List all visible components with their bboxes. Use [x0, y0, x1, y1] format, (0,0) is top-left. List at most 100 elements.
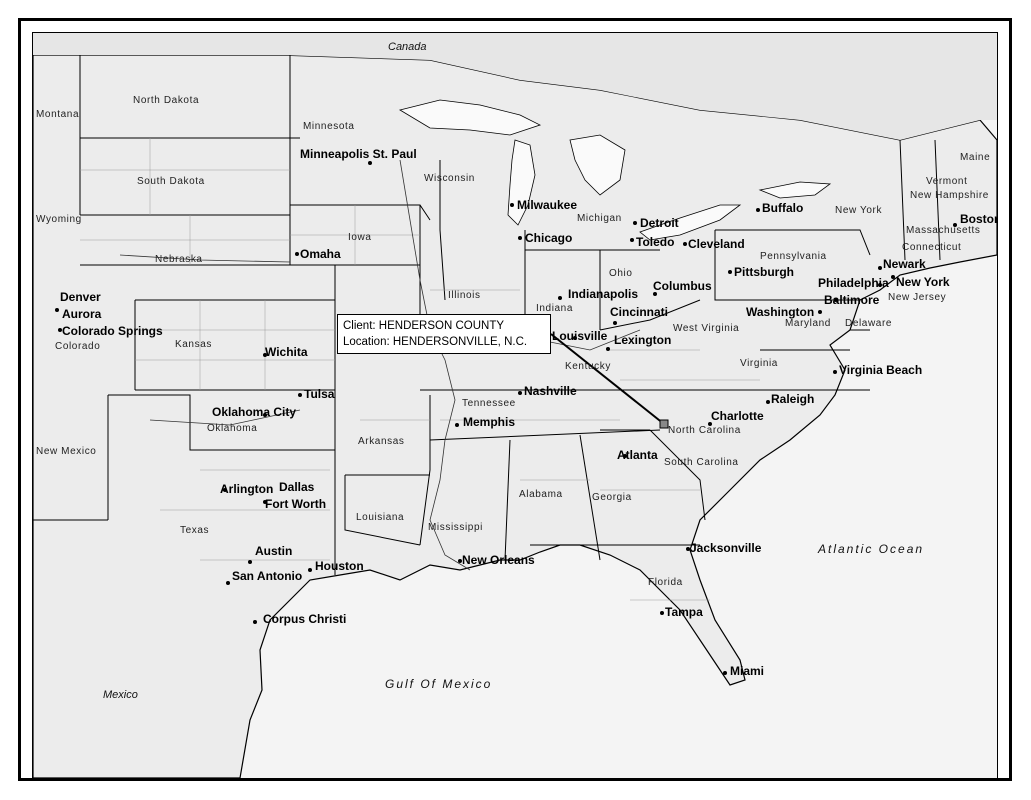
city-label: Raleigh: [771, 392, 814, 406]
lake-michigan: [507, 139, 536, 226]
state-label: Oklahoma: [207, 423, 257, 434]
state-label: Michigan: [577, 213, 622, 224]
city-label: Jacksonville: [690, 541, 762, 555]
city-label: Tampa: [665, 605, 703, 619]
state-label: Texas: [180, 525, 209, 536]
state-label: Indiana: [536, 303, 573, 314]
canada-region: [33, 33, 997, 140]
callout-leader-line: [550, 333, 665, 425]
city-label: Dallas: [279, 480, 315, 494]
city-label: Tulsa: [304, 387, 335, 401]
city-label: Nashville: [524, 384, 577, 398]
water-label-gulf: Gulf Of Mexico: [385, 677, 492, 691]
country-label-mexico: Mexico: [103, 689, 138, 701]
city-label: Cleveland: [688, 237, 745, 251]
state-label: Iowa: [348, 232, 372, 243]
state-label: Ohio: [609, 268, 633, 279]
state-label: Montana: [36, 109, 79, 120]
state-label: Wyoming: [36, 214, 82, 225]
state-label: Mississippi: [428, 522, 483, 533]
water-label-atlantic: Atlantic Ocean: [817, 542, 924, 556]
state-label: Louisiana: [356, 512, 404, 523]
city-label: Washington: [746, 305, 814, 319]
state-label: Vermont: [926, 176, 967, 187]
hendersonville-marker-icon: [659, 419, 669, 429]
state-label: West Virginia: [673, 323, 739, 334]
city-label: Memphis: [463, 415, 515, 429]
city-label: Indianapolis: [568, 287, 638, 301]
state-label: Massachusetts: [906, 225, 981, 236]
city-label: Baltimore: [824, 293, 880, 307]
state-label: Florida: [648, 577, 683, 588]
client-callout-box: Client: HENDERSON COUNTY Location: HENDE…: [337, 314, 551, 354]
state-label: Georgia: [592, 492, 632, 503]
city-label: New York: [896, 275, 950, 289]
state-labels: Montana North Dakota South Dakota Wyomin…: [36, 95, 990, 588]
city-label: Charlotte: [711, 409, 764, 423]
state-label: New Hampshire: [910, 190, 989, 201]
city-label: Pittsburgh: [734, 265, 794, 279]
state-label: Wisconsin: [424, 173, 475, 184]
callout-location-line: Location: HENDERSONVILLE, N.C.: [343, 336, 528, 348]
country-label-canada: Canada: [388, 41, 427, 53]
state-label: Kentucky: [565, 361, 611, 372]
city-label: Corpus Christi: [263, 612, 346, 626]
city-label: Omaha: [300, 247, 341, 261]
city-label: Newark: [883, 257, 926, 271]
city-label: Philadelphia: [818, 276, 889, 290]
city-label: Columbus: [653, 279, 712, 293]
state-label: South Carolina: [664, 457, 739, 468]
state-label: Nebraska: [155, 254, 203, 265]
city-label: Oklahoma City: [212, 405, 296, 419]
city-label: Denver: [60, 290, 101, 304]
city-label: Cincinnati: [610, 305, 668, 319]
city-label: Fort Worth: [265, 497, 326, 511]
lake-superior: [398, 99, 542, 136]
state-label: Virginia: [740, 358, 778, 369]
lake-huron: [569, 134, 626, 196]
city-label: Miami: [730, 664, 764, 678]
county-grid: [80, 138, 760, 601]
city-label: Detroit: [640, 216, 679, 230]
city-labels: Minneapolis St. Paul Milwaukee Chicago D…: [60, 147, 1001, 678]
city-label: Austin: [255, 544, 292, 558]
city-label: Milwaukee: [517, 198, 577, 212]
city-label: Boston: [960, 212, 1001, 226]
callout-client-line: Client: HENDERSON COUNTY: [343, 320, 505, 332]
state-label: New York: [835, 205, 882, 216]
state-label: Alabama: [519, 489, 563, 500]
state-label: Connecticut: [902, 242, 961, 253]
state-borders: [33, 55, 941, 575]
city-label: Aurora: [62, 307, 102, 321]
state-label: North Dakota: [133, 95, 199, 106]
state-label: Pennsylvania: [760, 251, 827, 262]
state-label: Maryland: [785, 318, 831, 329]
state-label: Colorado: [55, 341, 100, 352]
state-label: Tennessee: [462, 398, 516, 409]
lake-erie: [639, 204, 742, 241]
city-label: Lexington: [614, 333, 671, 347]
state-label: New Jersey: [888, 292, 946, 303]
city-label: Atlanta: [617, 448, 658, 462]
city-label: Toledo: [636, 235, 674, 249]
state-label: Kansas: [175, 339, 212, 350]
state-label: Illinois: [448, 290, 481, 301]
state-label: Delaware: [845, 318, 892, 329]
city-dots: [55, 161, 957, 675]
city-label: Virginia Beach: [839, 363, 922, 377]
city-label: Houston: [315, 559, 364, 573]
state-label: Maine: [960, 152, 990, 163]
city-label: Buffalo: [762, 201, 803, 215]
city-label: Chicago: [525, 231, 572, 245]
state-label: Arkansas: [358, 436, 405, 447]
city-label: San Antonio: [232, 569, 302, 583]
city-label: Wichita: [265, 345, 308, 359]
city-label: Colorado Springs: [62, 324, 163, 338]
city-label: Minneapolis St. Paul: [300, 147, 417, 161]
city-label: Louisville: [552, 329, 608, 343]
state-label: Minnesota: [303, 121, 355, 132]
state-label: New Mexico: [36, 446, 96, 457]
lake-ontario: [758, 181, 832, 199]
land-mass: [33, 54, 997, 778]
